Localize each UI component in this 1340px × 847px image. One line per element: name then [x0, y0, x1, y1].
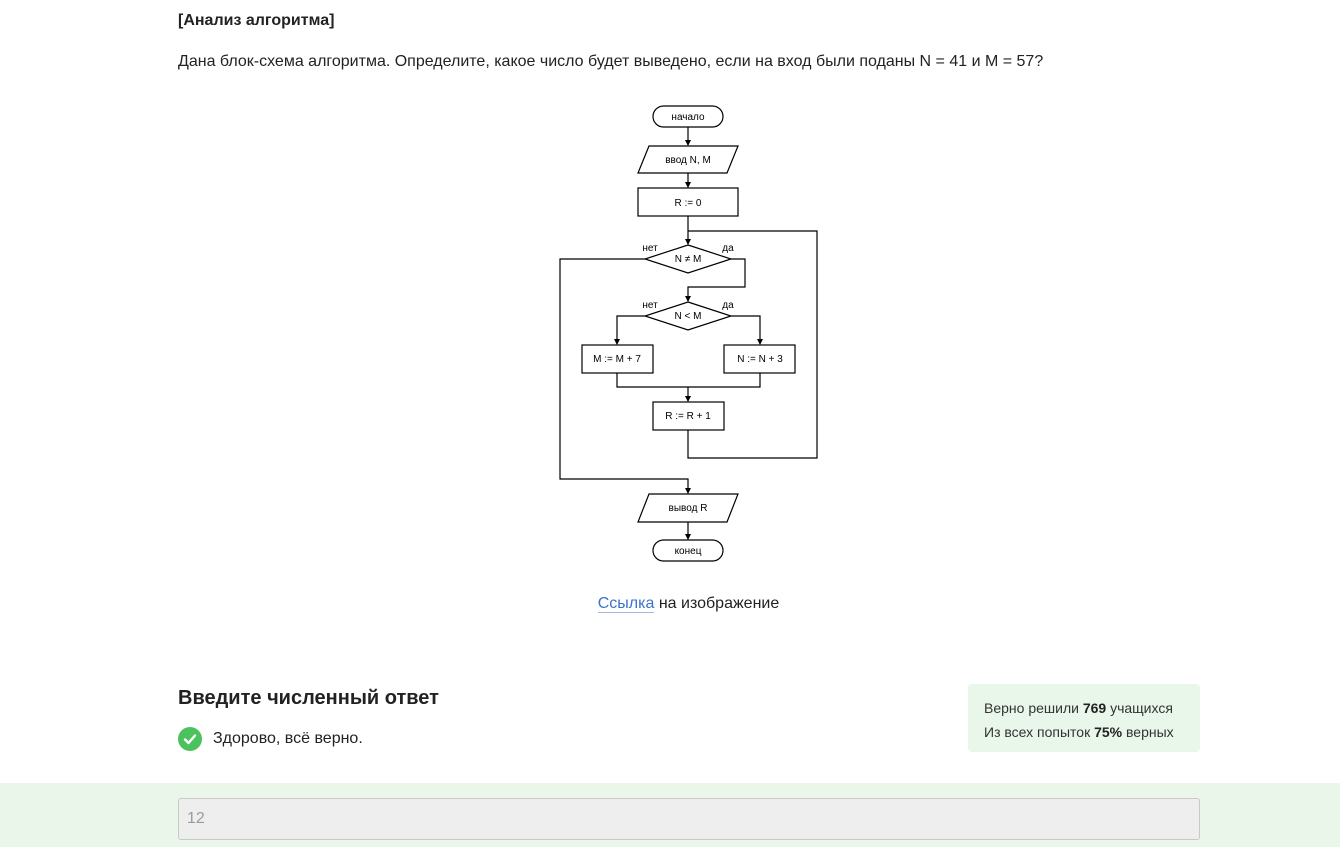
input-block — [637, 145, 739, 174]
image-caption: Ссылка на изображение — [0, 595, 1340, 613]
result-text: Здорово, всё верно. — [213, 730, 363, 747]
stats-box: Верно решили 769 учащихся Из всех попыто… — [968, 684, 1200, 752]
image-link[interactable]: Ссылка — [597, 595, 655, 613]
condition-lt-label: N < M — [675, 311, 702, 322]
stats-percent-prefix: Из всех попыток — [984, 724, 1095, 740]
output-label: вывод R — [669, 503, 708, 514]
flowchart-svg: начало ввод N, M R := 0 N ≠ M нет да N <… — [559, 105, 818, 562]
stats-solved-prefix: Верно решили — [984, 700, 1083, 716]
stats-percent-suffix: верных — [1122, 724, 1174, 740]
condition-ne-no-label: нет — [642, 243, 658, 254]
stats-solved-suffix: учащихся — [1106, 700, 1173, 716]
task-question: Дана блок-схема алгоритма. Определите, к… — [178, 53, 1044, 70]
condition-lt-yes-label: да — [722, 300, 734, 311]
start-label: начало — [671, 112, 705, 123]
m-increment-label: M := M + 7 — [593, 354, 641, 365]
task-title: [Анализ алгоритма] — [178, 12, 335, 29]
answer-input[interactable] — [178, 798, 1200, 840]
input-label: ввод N, M — [665, 155, 711, 166]
output-block — [637, 493, 739, 523]
n-increment-label: N := N + 3 — [737, 354, 783, 365]
check-circle-icon — [178, 727, 202, 751]
stats-correct-percent: 75% — [1094, 724, 1123, 740]
condition-lt-no-label: нет — [642, 300, 658, 311]
flowchart-image: начало ввод N, M R := 0 N ≠ M нет да N <… — [540, 96, 840, 572]
stats-percent-line: Из всех попыток 75% верных — [984, 720, 1184, 744]
r-increment-label: R := R + 1 — [665, 411, 711, 422]
end-label: конец — [675, 546, 702, 557]
init-label: R := 0 — [675, 198, 702, 209]
condition-lt-diamond — [643, 301, 733, 331]
stats-solved-line: Верно решили 769 учащихся — [984, 696, 1184, 720]
answer-heading: Введите численный ответ — [178, 687, 439, 709]
end-terminal — [652, 539, 724, 562]
result-message: Здорово, всё верно. — [178, 727, 363, 751]
condition-ne-yes-label: да — [722, 243, 734, 254]
condition-ne-diamond — [643, 244, 733, 274]
image-caption-text: на изображение — [654, 595, 780, 612]
condition-ne-label: N ≠ M — [675, 254, 702, 265]
stats-solved-count: 769 — [1082, 700, 1107, 716]
